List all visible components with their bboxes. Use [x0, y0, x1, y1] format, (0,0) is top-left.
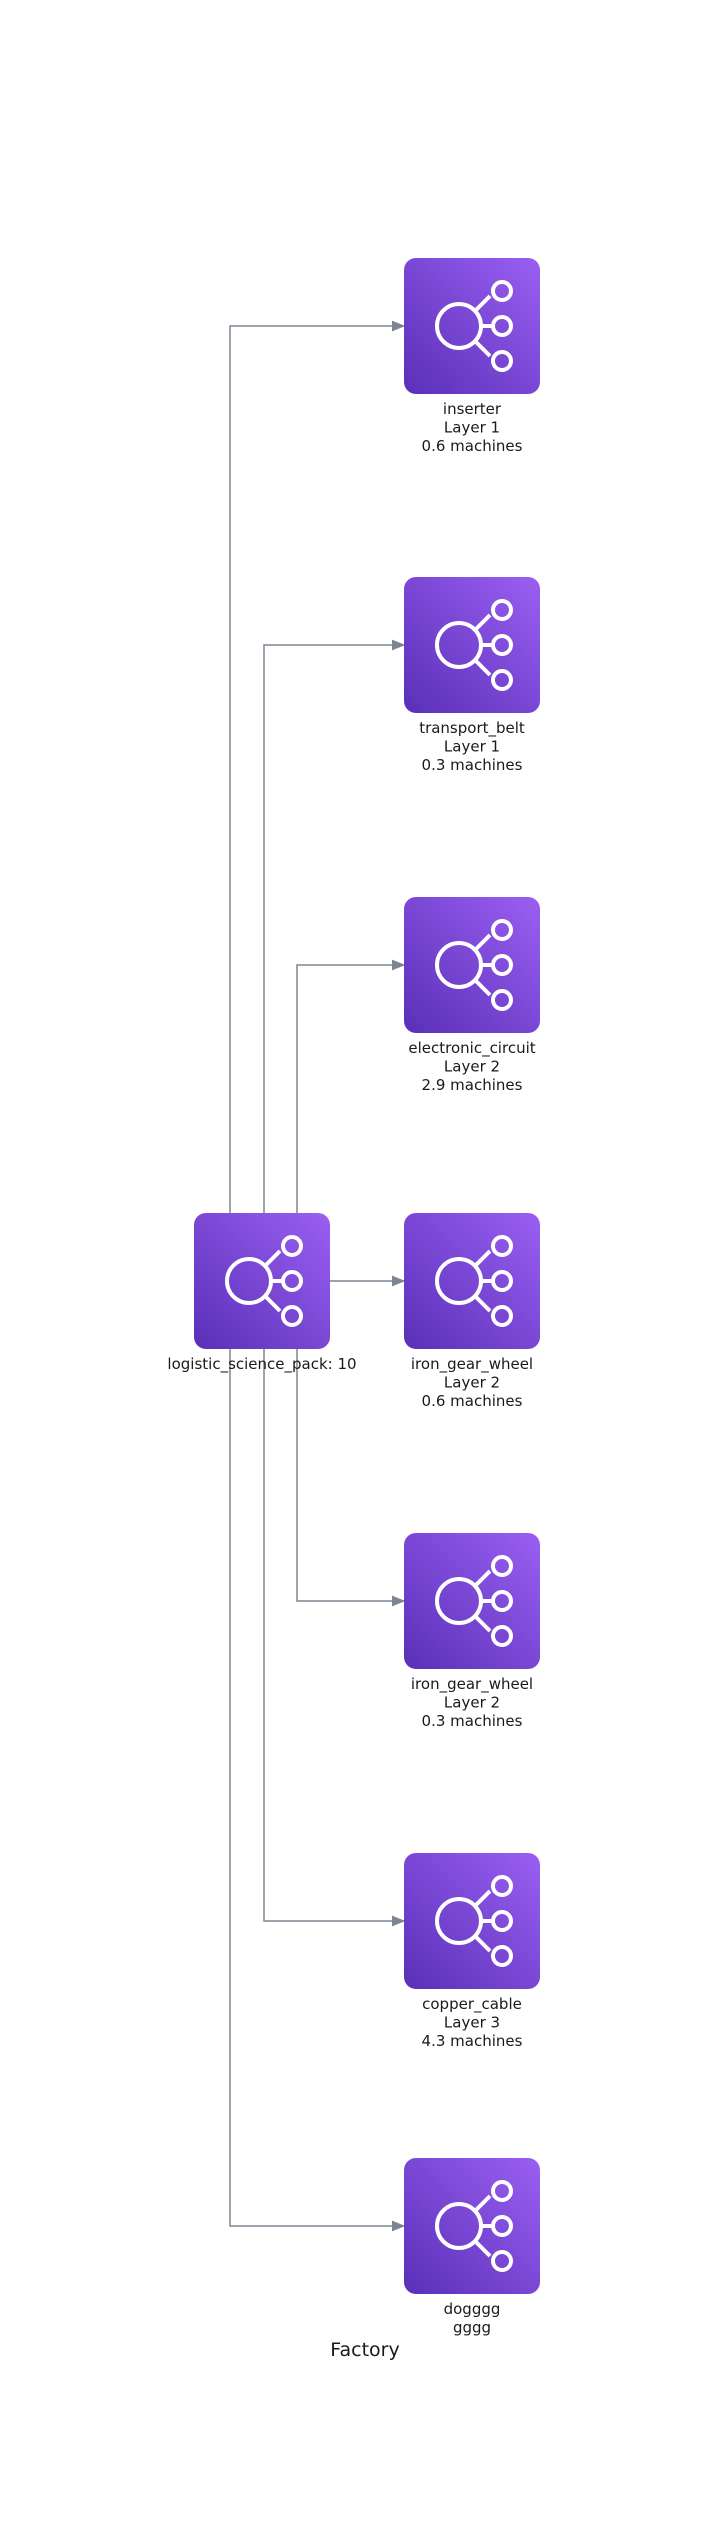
- target-node-box[interactable]: [404, 1853, 540, 1989]
- target-machines-label: 0.3 machines: [422, 756, 523, 774]
- target-name-label: dogggg: [444, 2300, 501, 2318]
- target-machines-label: 0.3 machines: [422, 1712, 523, 1730]
- target-name-label: transport_belt: [419, 719, 525, 738]
- target-node-box[interactable]: [404, 258, 540, 394]
- edge-arrow-0: [229, 320, 406, 1213]
- edge-layer: [229, 320, 406, 2232]
- source-node-box[interactable]: [194, 1213, 330, 1349]
- target-name-label: iron_gear_wheel: [411, 1675, 533, 1694]
- edge-arrow-4: [296, 1349, 406, 1607]
- target-layer-label: Layer 2: [444, 1374, 500, 1392]
- node-source[interactable]: logistic_science_pack: 10: [167, 1213, 357, 1374]
- target-node-box[interactable]: [404, 2158, 540, 2294]
- target-layer-label: Layer 1: [444, 738, 500, 756]
- target-layer-label: Layer 2: [444, 1694, 500, 1712]
- target-name-label: copper_cable: [422, 1995, 522, 2014]
- target-machines-label: 0.6 machines: [422, 1392, 523, 1410]
- target-node-box[interactable]: [404, 1533, 540, 1669]
- target-node-box[interactable]: [404, 577, 540, 713]
- target-name-label: iron_gear_wheel: [411, 1355, 533, 1374]
- target-machines-label: 0.6 machines: [422, 437, 523, 455]
- target-node-box[interactable]: [404, 1213, 540, 1349]
- target-layer-label: gggg: [453, 2319, 491, 2337]
- edge-arrow-1: [263, 639, 406, 1213]
- source-label: logistic_science_pack: 10: [167, 1355, 356, 1374]
- edge-arrow-5: [263, 1349, 406, 1927]
- target-name-label: inserter: [443, 400, 502, 418]
- target-layer-label: Layer 1: [444, 419, 500, 437]
- edge-arrow-2: [296, 959, 406, 1213]
- target-name-label: electronic_circuit: [408, 1039, 535, 1058]
- target-node-box[interactable]: [404, 897, 540, 1033]
- diagram-title: Factory: [330, 2339, 399, 2361]
- target-layer-label: Layer 3: [444, 2014, 500, 2032]
- target-machines-label: 4.3 machines: [422, 2032, 523, 2050]
- edge-arrow-6: [229, 1349, 406, 2232]
- target-machines-label: 2.9 machines: [422, 1076, 523, 1094]
- target-layer-label: Layer 2: [444, 1058, 500, 1076]
